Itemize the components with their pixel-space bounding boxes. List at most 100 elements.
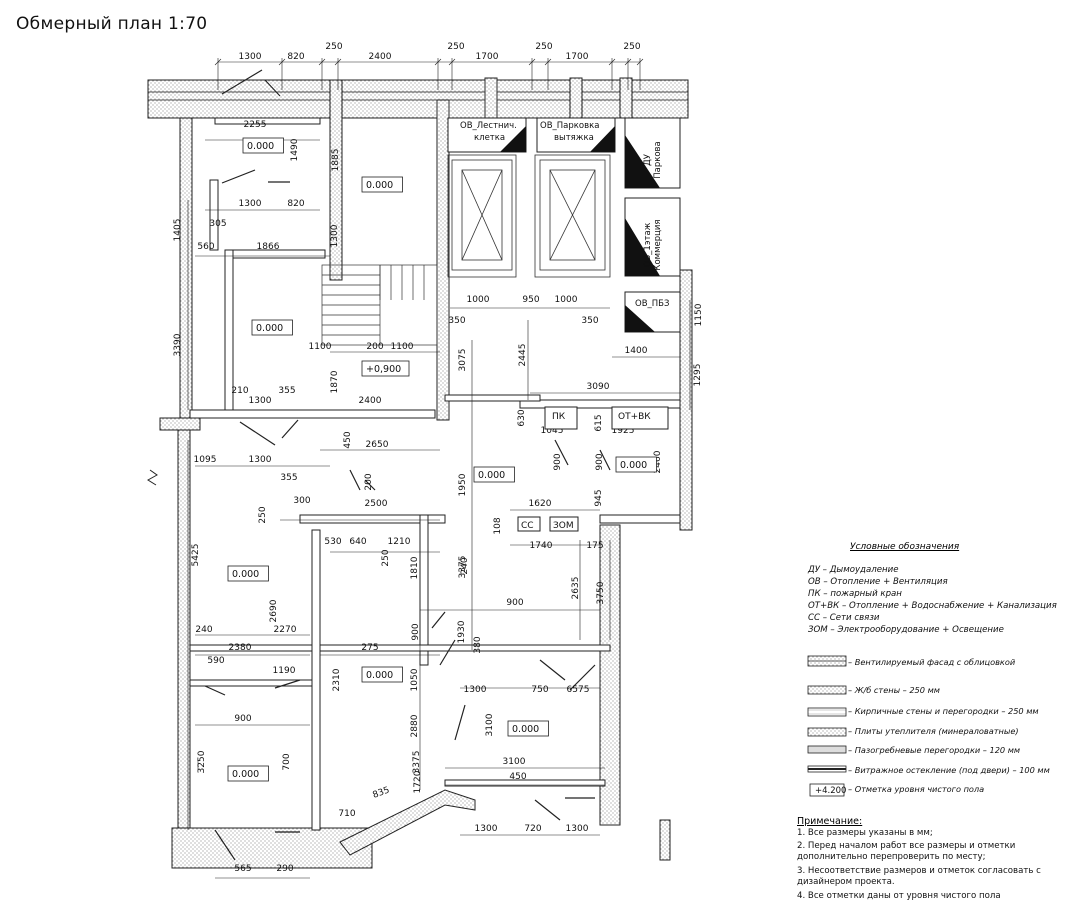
dimension: 1885 (331, 149, 341, 172)
legend-abbr: ОВ – Отопление + Вентиляция (808, 577, 948, 587)
room-level: 0.000 (620, 460, 647, 471)
room-level: 0.000 (512, 724, 539, 735)
legend-item: – Пазогребневые перегородки – 120 мм (848, 745, 1021, 755)
dimension: 6575 (567, 685, 590, 695)
room-level: 0.000 (478, 470, 505, 481)
dimension: 3375 (412, 751, 422, 774)
dimension: 1050 (410, 668, 420, 691)
elevators (447, 154, 611, 278)
dimension: 945 (594, 489, 604, 506)
dimension: 1930 (457, 620, 467, 643)
angled-wall (339, 789, 476, 856)
legend-abbr: ОТ+ВК – Отопление + Водоснабжение + Кана… (808, 601, 1057, 611)
dimension: 1095 (194, 455, 217, 465)
dimension: 1300 (249, 396, 272, 406)
dimension: 275 (361, 643, 378, 653)
dimension: 950 (522, 295, 539, 305)
room-levels: 0.0000.0000.000+0,9000.0000.0000.0000.00… (227, 137, 657, 782)
dimension: 3090 (587, 382, 610, 392)
ss-label: СС (521, 521, 534, 531)
dimension: 2690 (269, 599, 279, 622)
dimension: 1300 (566, 824, 589, 834)
dimension: 450 (343, 431, 353, 448)
room-level-box (361, 666, 403, 683)
legend-item: – Вентилируемый фасад с облицовкой (848, 657, 1016, 667)
dimension: 2400 (359, 396, 382, 406)
dimension: 450 (509, 772, 526, 782)
dimension: 1870 (330, 370, 340, 393)
dimension: 350 (448, 316, 465, 326)
dimension: 1490 (290, 138, 300, 161)
dimension-top: 250 (447, 42, 464, 52)
dimension: 300 (293, 496, 310, 506)
notes-title: Примечание: (797, 816, 863, 827)
dimension: 3750 (596, 581, 606, 604)
dimension: 2255 (244, 120, 267, 130)
room-level-box (507, 720, 549, 737)
dimension: 630 (517, 409, 527, 426)
dimension: 3390 (173, 333, 183, 356)
room-level-box (242, 137, 284, 154)
dimension: 2635 (571, 577, 581, 600)
dimension: 1100 (309, 342, 332, 352)
top-facade (147, 79, 689, 119)
room-level-box (473, 466, 515, 483)
dimension: 2500 (365, 499, 388, 509)
break-line (147, 469, 158, 486)
dimension: 5425 (191, 544, 201, 567)
dimension: 900 (553, 453, 563, 470)
dimension: 1720 (413, 770, 423, 793)
legend-abbr: ПК – пожарный кран (808, 589, 902, 599)
dimension: 2460 (653, 450, 663, 473)
dimension: 305 (209, 219, 226, 229)
dimension-top: 250 (535, 42, 552, 52)
pk-label: ПК (552, 412, 566, 422)
legend-item: – Кирпичные стены и перегородки – 250 мм (848, 706, 1039, 716)
dimension: 290 (276, 864, 293, 874)
dimension-top: 1700 (566, 52, 589, 62)
dimension: 380 (473, 636, 483, 653)
note-item: 2. Перед началом работ все размеры и отм… (797, 841, 1016, 862)
dimension: 2650 (366, 440, 389, 450)
legend-level-sample: +4.200 (815, 786, 846, 796)
zom-label: ЗОМ (553, 521, 574, 531)
dimension: 1950 (458, 473, 468, 496)
dimension: 108 (493, 517, 503, 534)
dimension: 3250 (197, 750, 207, 773)
dimension: 3100 (485, 713, 495, 736)
dimension: 1150 (694, 303, 704, 326)
shaft-label: Паркова (653, 141, 663, 179)
room-level-box (227, 765, 269, 782)
dimension: 240 (460, 557, 470, 574)
room-level-box (361, 176, 403, 193)
legend-abbr: ЗОМ – Электрооборудование + Освещение (808, 625, 1004, 635)
dimension: 175 (586, 541, 603, 551)
dimension: 200 (364, 473, 374, 490)
dimension: 1300 (249, 455, 272, 465)
dimension: 560 (197, 242, 214, 252)
dimension: 3375 (458, 556, 468, 579)
shaft-label: ОВ_Парковка (540, 121, 599, 131)
dimension: 1810 (410, 556, 420, 579)
dimension: 720 (524, 824, 541, 834)
dimension: 615 (594, 414, 604, 431)
dimension: 835 (372, 785, 392, 800)
note-item: 3. Несоответствие размеров и отметок сог… (797, 866, 1041, 887)
dimension-lines (187, 58, 691, 879)
dimension: 565 (234, 864, 251, 874)
dimension: 250 (258, 506, 268, 523)
legend-item: – Отметка уровня чистого пола (848, 784, 985, 794)
room-level: 0.000 (366, 180, 393, 191)
dimension: 2310 (332, 668, 342, 691)
dimension: 1190 (273, 666, 296, 676)
room-level-box (227, 565, 269, 582)
legend-abbr: СС – Сети связи (808, 613, 880, 623)
shaft-label: Коммерция (653, 219, 663, 270)
plan-title: Обмерный план 1:70 (16, 14, 208, 34)
legend-abbr: ДУ – Дымоудаление (808, 565, 899, 575)
room-level: 0.000 (232, 569, 259, 580)
dimension: 750 (531, 685, 548, 695)
dimension: 1295 (693, 364, 703, 387)
legend-item: – Ж/б стены – 250 мм (848, 685, 940, 695)
